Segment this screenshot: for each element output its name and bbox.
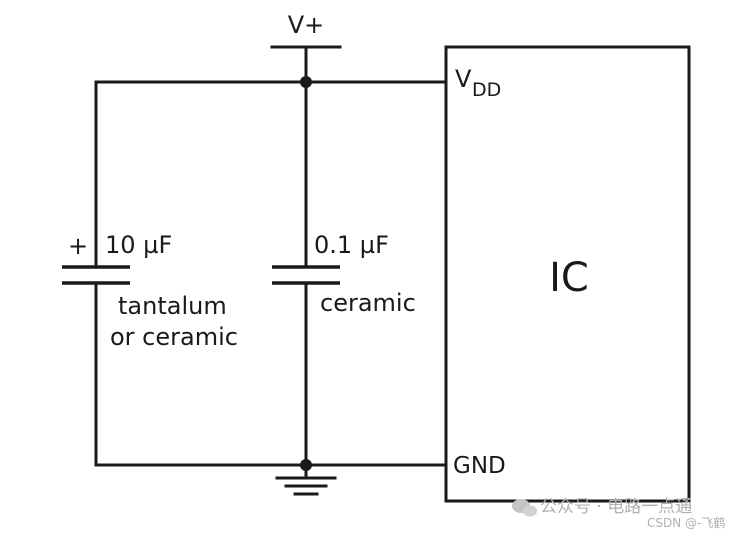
cap2-type: ceramic [320,289,416,317]
cap2-value: 0.1 µF [314,231,389,259]
cap1-value: 10 µF [105,231,172,259]
watermark-line1: 公众号 · 电路一点通 [540,497,692,517]
gnd-pin-label: GND [453,453,506,479]
vdd-pin-label: V [455,65,472,93]
capacitor-10uF [62,80,130,467]
cap1-type-line2: or ceramic [110,323,238,351]
ic-box [444,45,691,503]
supply-label: V+ [288,11,325,39]
capacitor-0.1uF [272,80,340,467]
watermark-line2: CSDN @-飞鹤 [647,515,725,530]
cap1-type-line1: tantalum [118,292,227,320]
polarity-mark: + [68,232,88,260]
ground-symbol [275,463,337,496]
wechat-icon [512,499,537,517]
vdd-pin-subscript: DD [472,79,501,101]
ic-label: IC [549,255,589,301]
